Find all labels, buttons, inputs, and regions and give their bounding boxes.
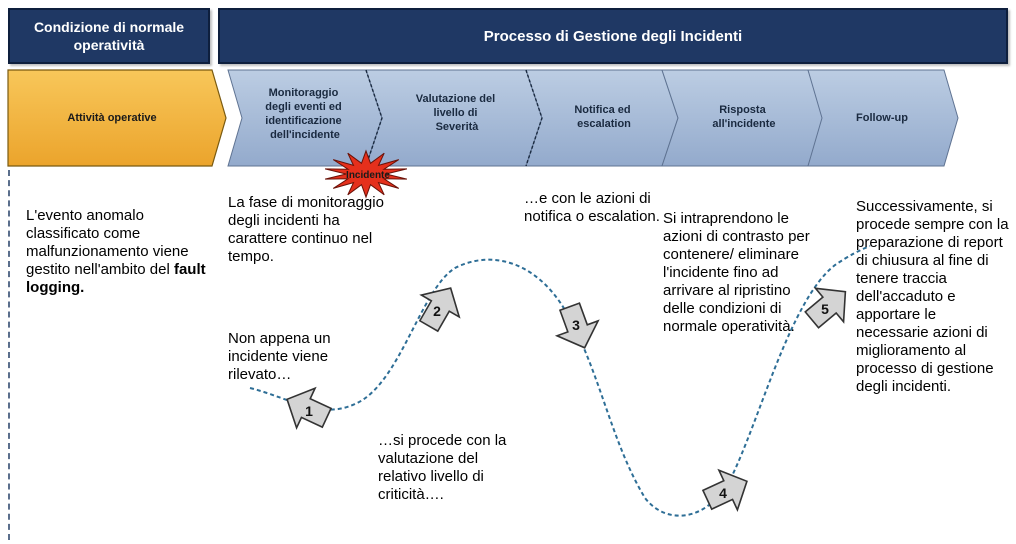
step-arrow-4 (701, 468, 748, 513)
step-number-1: 1 (305, 403, 313, 419)
normal-operations-header: Condizione di normale operatività (8, 8, 210, 64)
chevron-label-5: Follow-up (856, 112, 908, 124)
step-5-text: Successivamente, si procede sempre con l… (856, 198, 1009, 395)
step-number-3: 3 (572, 317, 580, 333)
process-title: Processo di Gestione degli Incidenti (483, 27, 743, 45)
chevron-label-0: Attività operative (67, 112, 156, 124)
chevron-operational-activities (7, 69, 227, 167)
incident-burst-label: Incidente (346, 170, 390, 181)
chevron-follow-up (807, 69, 959, 167)
step-1-text-b: Non appena un incidente viene rilevato… (228, 330, 331, 383)
step-number-5: 5 (821, 301, 829, 317)
normal-operations-title: Condizione di normale operatività (33, 19, 185, 53)
step-arrow-3 (554, 302, 600, 349)
step-number-4: 4 (719, 485, 727, 501)
step-4-text: Si intraprendono le azioni di contrasto … (663, 210, 810, 335)
step-1-text-a: La fase di monitoraggio degli incidenti … (228, 194, 384, 265)
step-2-text: …si procede con la valutazione del relat… (378, 432, 507, 503)
chevron-label-4: Risposta all'incidente (712, 104, 775, 130)
left-description: L'evento anomalo classificato come malfu… (26, 207, 206, 297)
process-flow-path (249, 245, 871, 517)
step-arrow-1 (286, 386, 333, 431)
chevron-label-2: Valutazione del livello di Severità (416, 93, 499, 133)
chevron-row: Attività operative Monitoraggio degli ev… (7, 69, 959, 167)
incident-burst-icon (324, 149, 408, 199)
step-arrow-5 (804, 287, 847, 329)
step-number-2: 2 (433, 303, 441, 319)
chevron-label-3: Notifica ed escalation (574, 104, 633, 130)
incident-burst: Incidente (324, 149, 408, 199)
left-description-text: L'evento anomalo classificato come malfu… (26, 207, 189, 278)
left-column-border (8, 170, 10, 540)
step-3-text: …e con le azioni di notifica o escalatio… (524, 190, 660, 225)
chevron-label-1: Monitoraggio degli eventi ed identificaz… (265, 87, 344, 141)
step-arrow-2 (418, 287, 461, 333)
left-description-bold: fault logging. (26, 261, 206, 296)
process-header: Processo di Gestione degli Incidenti (218, 8, 1008, 64)
